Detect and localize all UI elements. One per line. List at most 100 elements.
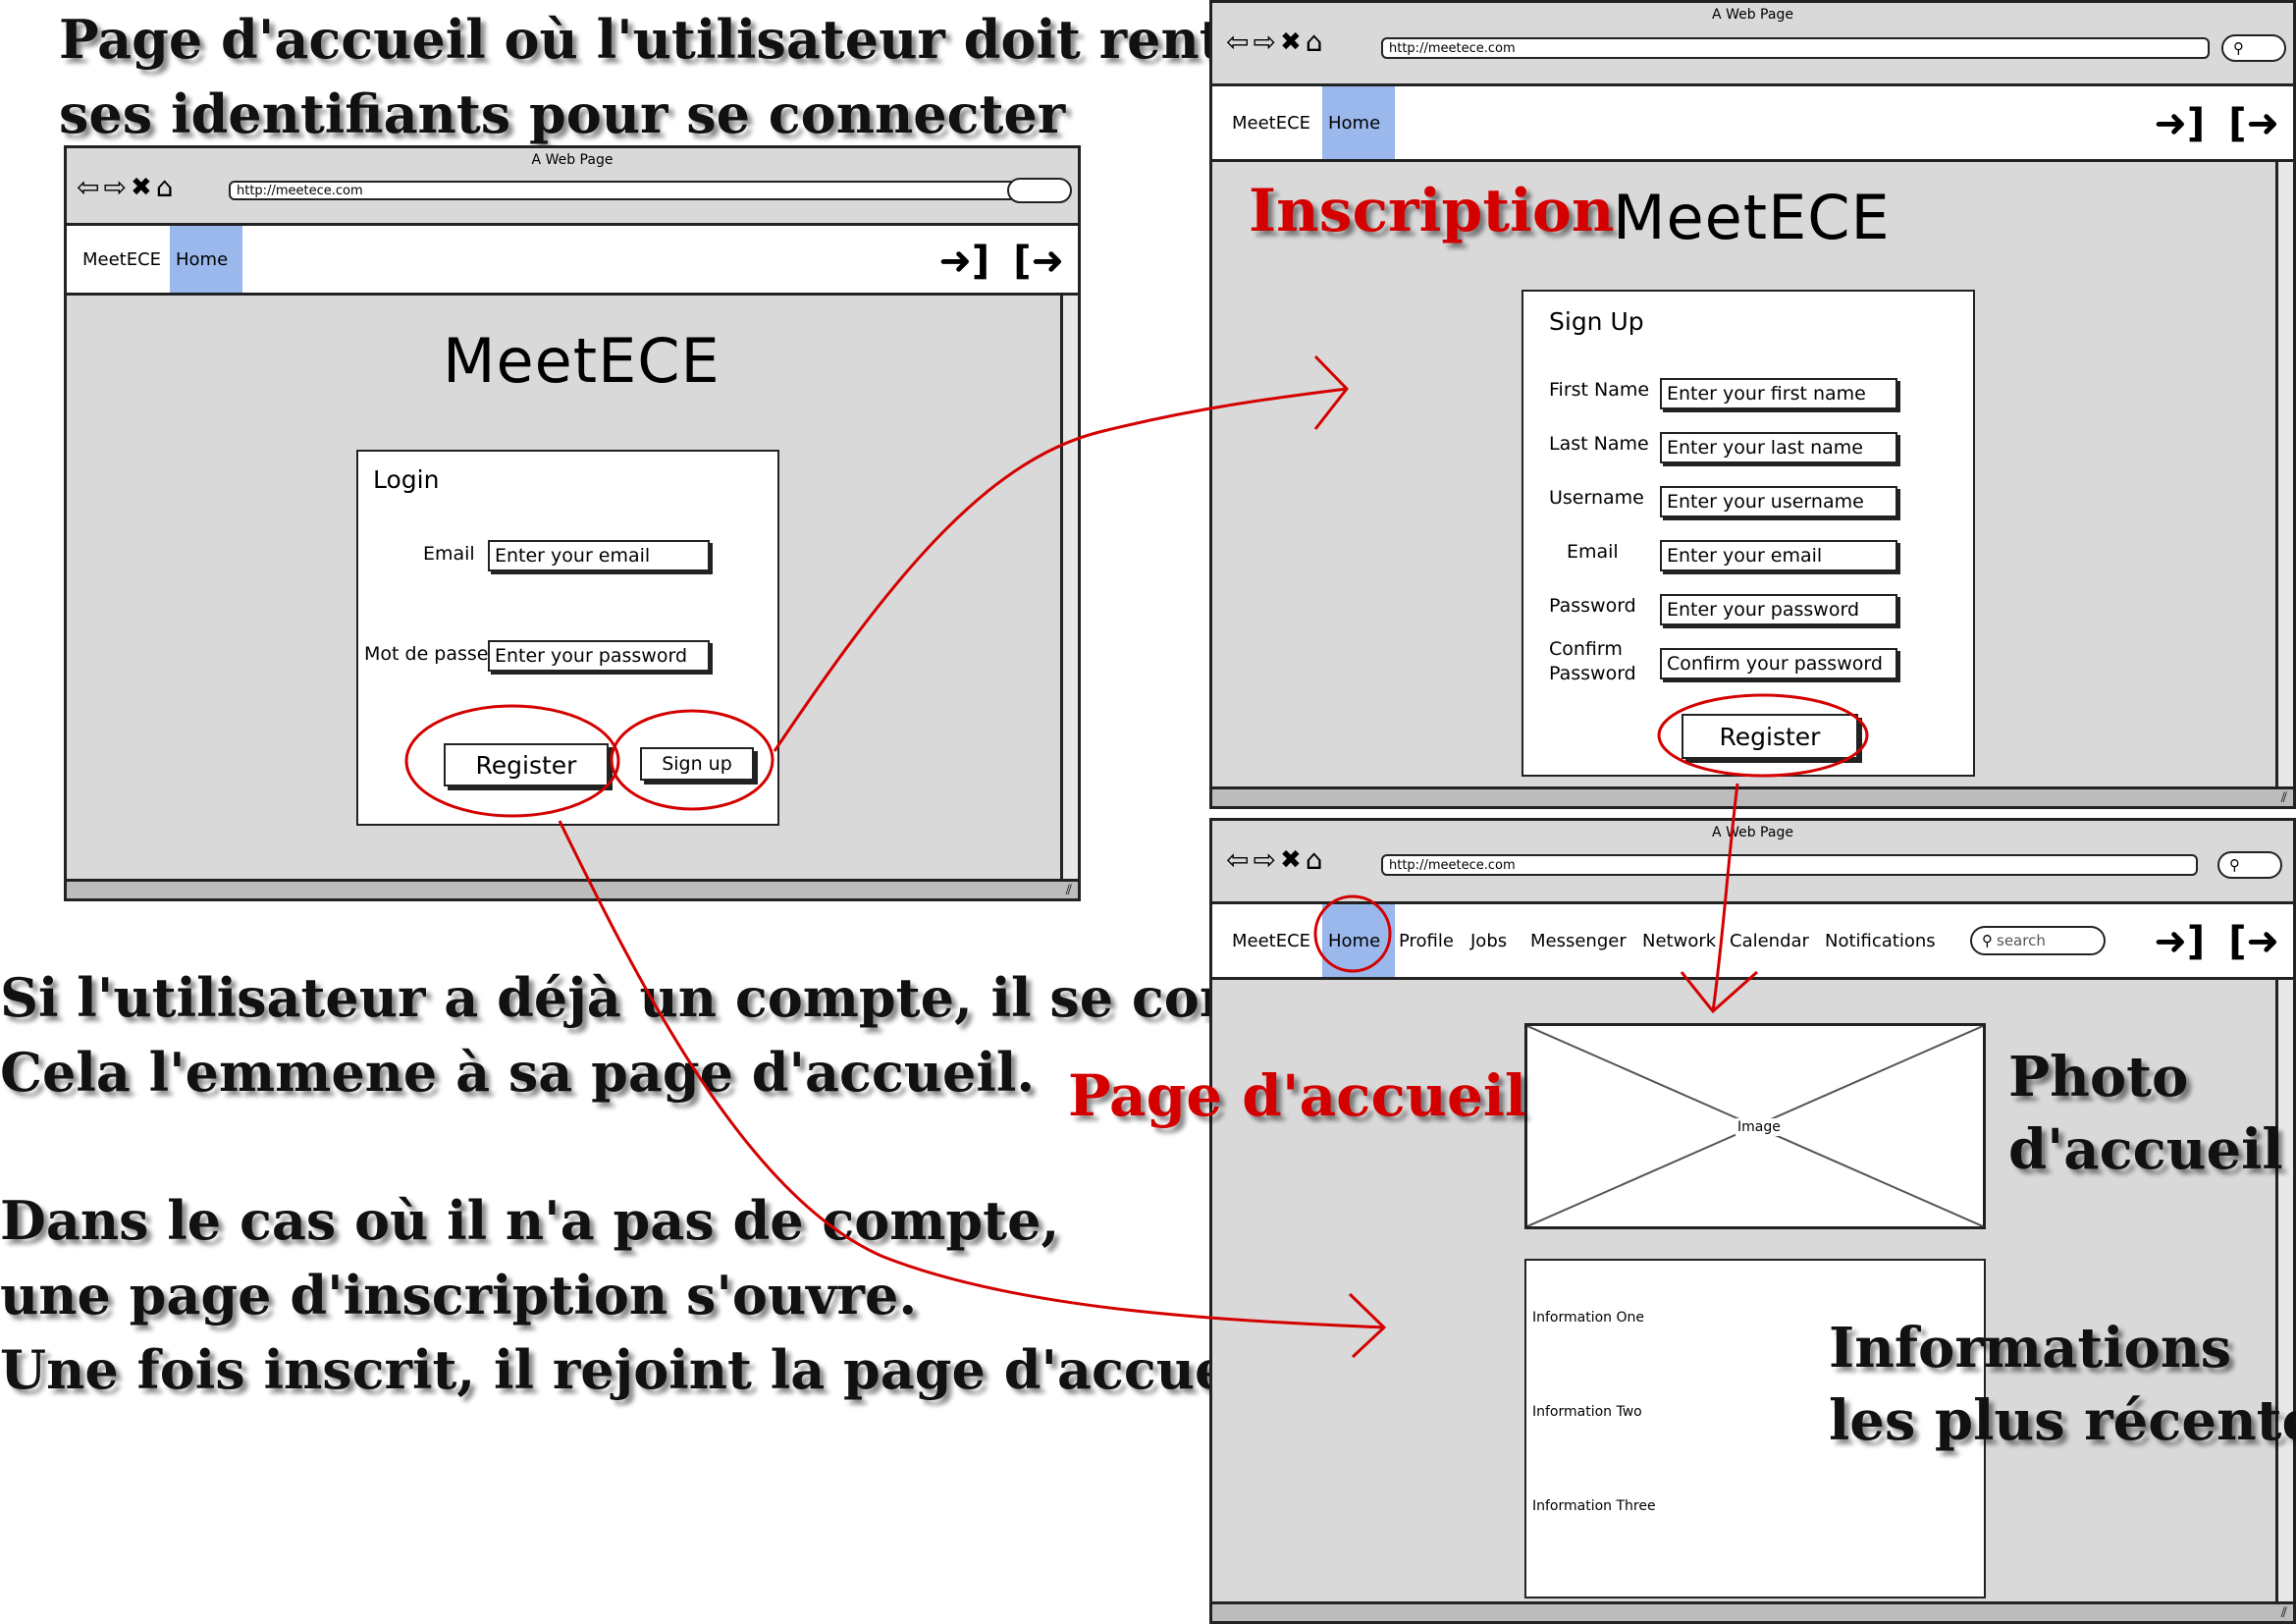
site-logo: MeetECE bbox=[1613, 182, 1891, 253]
password-field[interactable]: Enter your password bbox=[488, 640, 710, 672]
password-label: Mot de passe bbox=[364, 643, 489, 665]
scrollbar[interactable] bbox=[2275, 162, 2293, 786]
username-label: Username bbox=[1549, 487, 1644, 509]
caption-line: les plus récentes bbox=[1829, 1388, 2296, 1453]
menu-item-home[interactable]: Home bbox=[1322, 86, 1395, 159]
browser-search-field[interactable]: ⚲ bbox=[2221, 34, 2286, 62]
menu-item-jobs[interactable]: Jobs bbox=[1470, 930, 1508, 951]
menu-item-calendar[interactable]: Calendar bbox=[1730, 930, 1809, 951]
confirm-password-field[interactable]: Confirm your password bbox=[1660, 648, 1897, 679]
resize-grip-icon[interactable]: ⫽ bbox=[2280, 790, 2287, 806]
inscription-label: Inscription bbox=[1249, 177, 1615, 245]
home-icon[interactable]: ⌂ bbox=[1305, 843, 1323, 876]
forward-arrow-icon[interactable]: ⇨ bbox=[1253, 843, 1276, 876]
menu-item-home[interactable]: Home bbox=[170, 226, 242, 293]
logout-icon[interactable]: [➜ bbox=[2228, 919, 2279, 964]
photo-caption: Photo d'accueil bbox=[2008, 1041, 2283, 1186]
search-icon: ⚲ bbox=[1982, 932, 1993, 949]
register-button[interactable]: Register bbox=[1682, 714, 1858, 759]
back-arrow-icon[interactable]: ⇦ bbox=[1226, 26, 1250, 58]
login-panel: Login Email Enter your email Mot de pass… bbox=[356, 450, 779, 826]
back-arrow-icon[interactable]: ⇦ bbox=[77, 171, 100, 203]
caption-line: Dans le cas où il n'a pas de compte, bbox=[0, 1189, 1060, 1252]
browser-search-field[interactable] bbox=[1007, 178, 1072, 203]
email-label: Email bbox=[423, 543, 475, 565]
register-button[interactable]: Register bbox=[444, 743, 609, 786]
email-field[interactable]: Enter your email bbox=[1660, 540, 1897, 571]
search-icon: ⚲ bbox=[2233, 39, 2244, 57]
brand-link[interactable]: MeetECE bbox=[1232, 112, 1311, 134]
menu-item-home[interactable]: Home bbox=[1322, 904, 1395, 977]
forward-arrow-icon[interactable]: ⇨ bbox=[1253, 26, 1276, 58]
logout-icon[interactable]: [➜ bbox=[2228, 101, 2279, 146]
welcome-image-placeholder: Image bbox=[1524, 1023, 1986, 1229]
brand-link[interactable]: MeetECE bbox=[82, 248, 162, 270]
brand-link[interactable]: MeetECE bbox=[1232, 930, 1311, 951]
close-icon[interactable]: ✖ bbox=[1279, 27, 1302, 57]
login-icon[interactable]: ➜] bbox=[2154, 101, 2206, 146]
title-bar: A Web Page ⇦ ⇨ ✖ ⌂ http://meetece.com bbox=[67, 148, 1078, 223]
signup-content-area: MeetECE Sign Up First Name Enter your fi… bbox=[1212, 162, 2293, 786]
password-field[interactable]: Enter your password bbox=[1660, 594, 1897, 625]
caption-no-account: Dans le cas où il n'a pas de compte, une… bbox=[0, 1183, 1287, 1407]
menu-item-notifications[interactable]: Notifications bbox=[1825, 930, 1936, 951]
menu-item-profile[interactable]: Profile bbox=[1399, 930, 1454, 951]
home-icon[interactable]: ⌂ bbox=[1305, 26, 1323, 58]
logout-icon[interactable]: [➜ bbox=[1013, 239, 1064, 284]
info-panel: Information One Information Two Informat… bbox=[1524, 1259, 1986, 1598]
last-name-field[interactable]: Enter your last name bbox=[1660, 432, 1897, 463]
informations-caption: Informations les plus récentes bbox=[1829, 1312, 2296, 1457]
status-bar: ⫽ bbox=[1212, 1601, 2293, 1621]
username-field[interactable]: Enter your username bbox=[1660, 486, 1897, 517]
page-accueil-label: Page d'accueil bbox=[1068, 1062, 1526, 1129]
email-label: Email bbox=[1567, 541, 1619, 563]
close-icon[interactable]: ✖ bbox=[1279, 845, 1302, 875]
forward-arrow-icon[interactable]: ⇨ bbox=[103, 171, 127, 203]
address-bar[interactable]: http://meetece.com bbox=[1381, 37, 2210, 59]
caption-line: Une fois inscrit, il rejoint la page d'a… bbox=[0, 1338, 1288, 1401]
title-bar: A Web Page ⇦ ⇨ ✖ ⌂ http://meetece.com ⚲ bbox=[1212, 821, 2293, 901]
panel-title: Sign Up bbox=[1549, 307, 1644, 336]
address-bar[interactable]: http://meetece.com bbox=[1381, 854, 2198, 876]
top-menu-bar: MeetECE Home ➜] [➜ bbox=[1212, 83, 2293, 162]
status-bar: ⫽ bbox=[1212, 786, 2293, 806]
top-menu-bar: MeetECE Home ➜] [➜ bbox=[67, 223, 1078, 296]
panel-title: Login bbox=[373, 465, 440, 494]
signup-browser-window: A Web Page ⇦ ⇨ ✖ ⌂ http://meetece.com ⚲ … bbox=[1209, 0, 2296, 809]
login-icon[interactable]: ➜] bbox=[2154, 919, 2206, 964]
resize-grip-icon[interactable]: ⫽ bbox=[2280, 1605, 2287, 1621]
site-search-field[interactable]: ⚲ search bbox=[1970, 926, 2106, 955]
first-name-field[interactable]: Enter your first name bbox=[1660, 378, 1897, 409]
address-bar[interactable]: http://meetece.com bbox=[229, 181, 1057, 200]
caption-login-description: Page d'accueil où l'utilisateur doit ren… bbox=[59, 2, 1313, 151]
status-bar: ⫽ bbox=[67, 879, 1078, 898]
caption-line: Page d'accueil où l'utilisateur doit ren… bbox=[59, 8, 1313, 71]
home-browser-window: A Web Page ⇦ ⇨ ✖ ⌂ http://meetece.com ⚲ … bbox=[1209, 818, 2296, 1624]
resize-grip-icon[interactable]: ⫽ bbox=[1065, 883, 1072, 898]
menu-item-network[interactable]: Network bbox=[1642, 930, 1717, 951]
home-content-area: Image Information One Information Two In… bbox=[1212, 980, 2293, 1601]
email-field[interactable]: Enter your email bbox=[488, 540, 710, 571]
caption-line: Photo bbox=[2008, 1045, 2189, 1110]
menu-item-messenger[interactable]: Messenger bbox=[1530, 930, 1627, 951]
login-browser-window: A Web Page ⇦ ⇨ ✖ ⌂ http://meetece.com Me… bbox=[64, 145, 1081, 901]
last-name-label: Last Name bbox=[1549, 433, 1649, 455]
back-arrow-icon[interactable]: ⇦ bbox=[1226, 843, 1250, 876]
caption-line: Informations bbox=[1829, 1316, 2232, 1380]
password-label: Password bbox=[1549, 595, 1636, 617]
sign-up-button[interactable]: Sign up bbox=[640, 747, 754, 781]
info-item[interactable]: Information Three bbox=[1532, 1498, 1656, 1514]
home-icon[interactable]: ⌂ bbox=[155, 171, 174, 203]
info-item[interactable]: Information One bbox=[1532, 1310, 1644, 1326]
image-label: Image bbox=[1735, 1118, 1783, 1136]
caption-line: d'accueil bbox=[2008, 1117, 2283, 1182]
scrollbar[interactable] bbox=[1060, 296, 1078, 879]
top-menu-bar: MeetECE Home Profile Jobs Messenger Netw… bbox=[1212, 901, 2293, 980]
browser-search-field[interactable]: ⚲ bbox=[2217, 851, 2282, 879]
search-placeholder: search bbox=[1997, 932, 2046, 949]
window-title: A Web Page bbox=[531, 152, 614, 168]
close-icon[interactable]: ✖ bbox=[130, 173, 152, 202]
login-icon[interactable]: ➜] bbox=[938, 239, 990, 284]
scrollbar[interactable] bbox=[2275, 980, 2293, 1601]
info-item[interactable]: Information Two bbox=[1532, 1404, 1642, 1420]
